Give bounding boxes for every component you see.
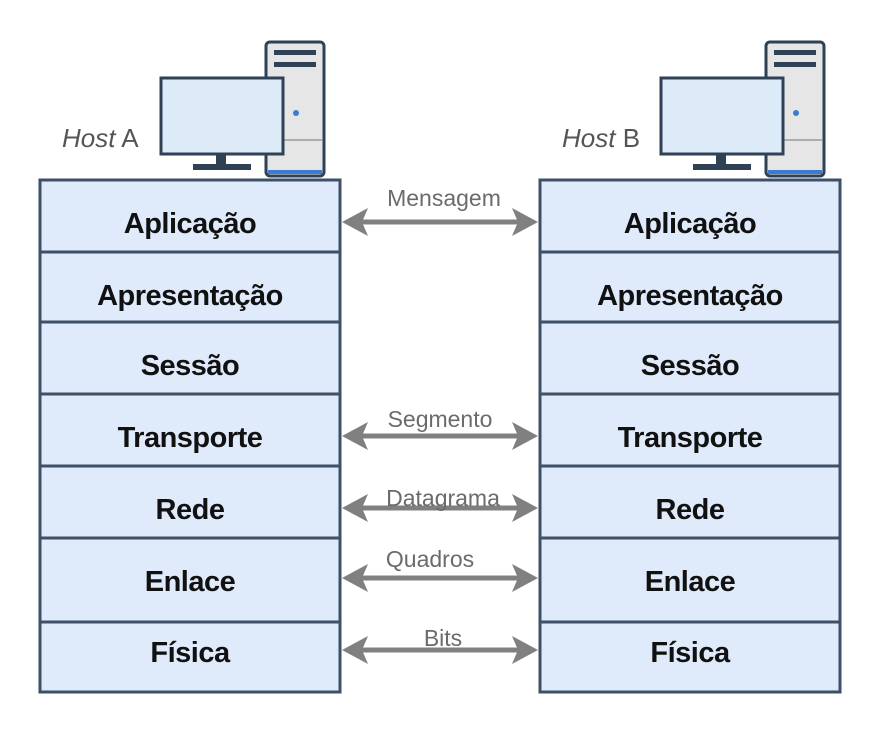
layer-box [38, 536, 342, 624]
layer-box [538, 320, 842, 396]
pdu-label-datagrama: Datagrama [386, 485, 500, 511]
pdu-label-quadros: Quadros [386, 546, 474, 572]
layer-box [538, 178, 842, 254]
arrow-mensagem [342, 208, 538, 236]
pdu-arrows: Mensagem Segmento Datagrama Quadros Bits [342, 185, 538, 664]
layer-box [38, 620, 342, 694]
layer-label-fisica: Física [150, 637, 231, 669]
arrow-segmento [342, 422, 538, 450]
layer-label-sessao: Sessão [141, 350, 240, 382]
pdu-label-bits: Bits [424, 625, 462, 651]
layer-box [538, 464, 842, 540]
layer-box [38, 392, 342, 468]
layer-label-rede: Rede [156, 494, 225, 526]
arrow-bits [342, 636, 538, 664]
host-a-computer-icon [159, 40, 326, 178]
layer-label-fisica: Física [650, 637, 731, 669]
layer-box [538, 250, 842, 324]
layer-label-aplicacao: Aplicação [624, 208, 757, 240]
layer-label-transporte: Transporte [618, 422, 763, 454]
layer-label-transporte: Transporte [118, 422, 263, 454]
layer-label-aplicacao: Aplicação [124, 208, 257, 240]
monitor-icon [159, 76, 285, 156]
monitor-icon [659, 76, 785, 156]
layer-box [38, 250, 342, 324]
layer-box [538, 620, 842, 694]
layer-label-apresentacao: Apresentação [97, 280, 283, 312]
host-b-layer-stack: Aplicação Apresentação Sessão Transporte… [538, 178, 842, 694]
layer-label-rede: Rede [656, 494, 725, 526]
pdu-label-segmento: Segmento [388, 406, 493, 432]
host-a-label: Host A [62, 123, 139, 153]
layer-label-apresentacao: Apresentação [597, 280, 783, 312]
layer-label-sessao: Sessão [641, 350, 740, 382]
host-a-layer-stack: Aplicação Apresentação Sessão Transporte… [38, 178, 342, 694]
host-b-computer-icon [659, 40, 826, 178]
host-b-label: Host B [562, 123, 640, 153]
arrow-quadros [342, 564, 538, 592]
pdu-label-mensagem: Mensagem [387, 185, 501, 211]
layer-label-enlace: Enlace [645, 566, 736, 598]
arrow-datagrama [342, 494, 538, 522]
layer-label-enlace: Enlace [145, 566, 236, 598]
